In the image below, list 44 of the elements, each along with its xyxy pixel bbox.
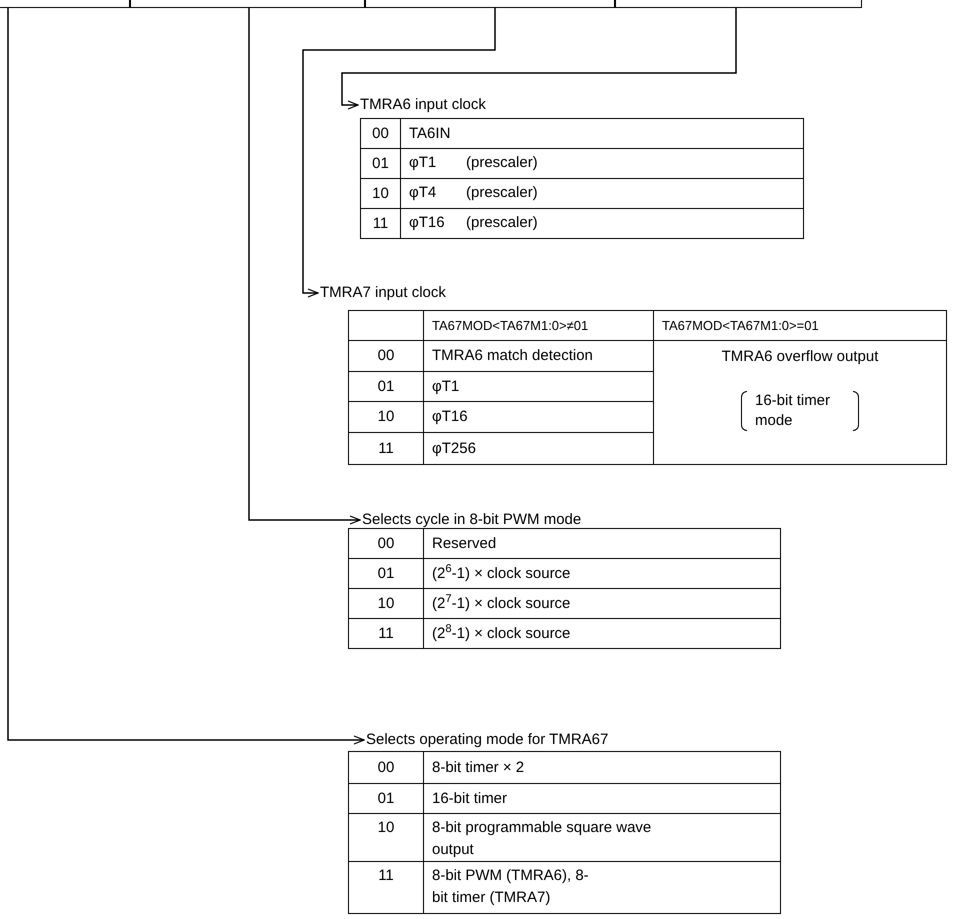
cell-text: (prescaler) — [466, 183, 538, 204]
table-cell: (2$^{8}$-1) × clock source — [424, 618, 780, 648]
table-cell: 8-bit programmable square wave output — [424, 814, 780, 862]
cell-text: (prescaler) — [466, 153, 538, 174]
table-cell: TA67MOD<TA67M1:0>≠01 — [424, 310, 654, 340]
arrow — [341, 8, 737, 110]
table-cell: 00 — [348, 752, 424, 784]
cell-text: (prescaler) — [466, 213, 538, 234]
table-cell: 01 — [348, 784, 424, 814]
table-cell: 8-bit timer × 2 — [424, 752, 780, 784]
arrow — [248, 8, 361, 525]
table-cell: 10 — [360, 178, 400, 208]
table-cell: 8-bit PWM (TMRA6), 8-bit timer (TMRA7) — [424, 862, 780, 914]
table-cell: 00 — [360, 118, 400, 148]
cell-text: φT4 — [409, 183, 438, 204]
table-cell: 00 — [348, 340, 424, 372]
table-cell: TA6IN — [400, 118, 804, 148]
table-cell: 11 — [348, 862, 424, 914]
heading-text: TMRA7 input clock — [320, 284, 446, 302]
cell-text: TMRA6 overflow output — [722, 347, 878, 367]
table-cell: 16-bit timer — [424, 784, 780, 814]
table-cell: TMRA6 match detection — [424, 340, 654, 372]
cell-text: φT1 — [409, 153, 438, 174]
cell-text: 16-bit timer mode — [754, 390, 832, 430]
table-cell: 10 — [348, 814, 424, 862]
table-cell: (2$^{6}$-1) × clock source — [424, 558, 780, 588]
arrow — [302, 8, 496, 298]
table-cell: 11 — [348, 432, 424, 464]
table-cell: (2$^{7}$-1) × clock source — [424, 588, 780, 618]
table-cell: 01 — [348, 372, 424, 402]
table-cell: 01 — [348, 558, 424, 588]
table-cell: 00 — [348, 528, 424, 558]
table-cell: 10 — [348, 402, 424, 432]
heading-text: TMRA6 input clock — [360, 96, 486, 114]
table-cell: Reserved — [424, 528, 780, 558]
table-cell: TA67MOD<TA67M1:0>=01 — [654, 310, 946, 340]
arrow — [7, 8, 365, 745]
table-cell: 11 — [348, 618, 424, 648]
heading-text: Selects cycle in 8-bit PWM mode — [362, 511, 582, 529]
heading-text: Selects operating mode for TMRA67 — [366, 731, 608, 749]
table-cell: 10 — [348, 588, 424, 618]
cell-text: φT16 — [409, 213, 446, 234]
table-cell: 01 — [360, 148, 400, 178]
table-cell: 11 — [360, 208, 400, 238]
